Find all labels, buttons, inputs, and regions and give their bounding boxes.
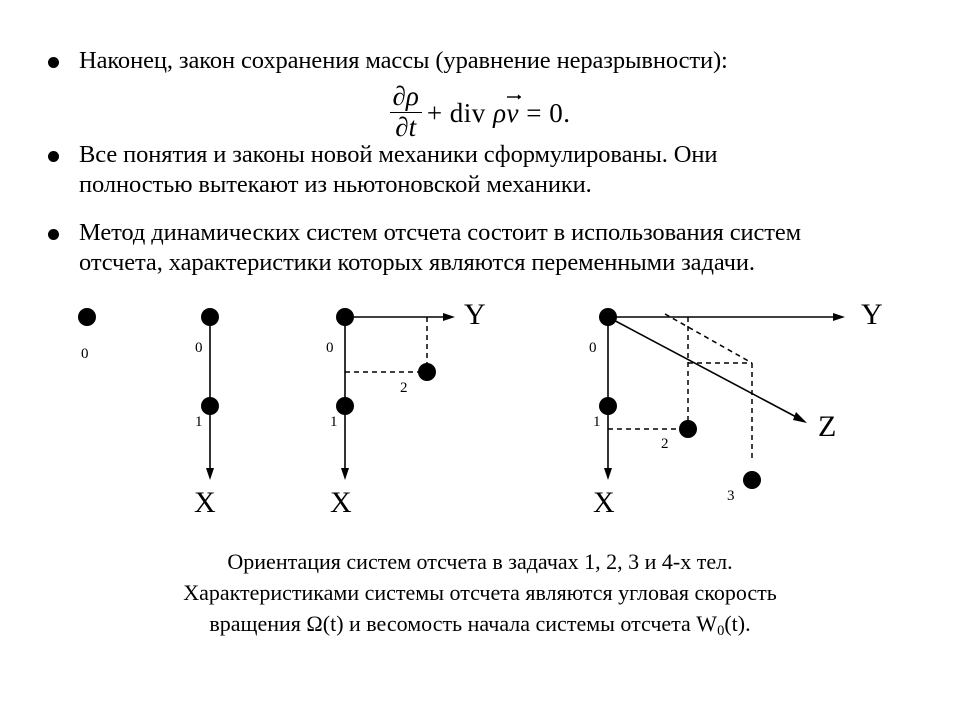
zero-value: 0: [549, 97, 564, 128]
bullet-item-3-line1: Метод динамических систем отсчета состои…: [79, 219, 802, 246]
fraction-numerator: ∂ρ: [392, 81, 419, 111]
equals-operator: =: [526, 97, 542, 128]
diagram-1-point-0-label: 0: [81, 346, 89, 362]
diagram-4-y-axis-label: Y: [861, 298, 883, 331]
x-axis-arrowhead: [206, 468, 214, 480]
bullet-dot-icon: [48, 151, 59, 162]
bullet-item-3-line2: отсчета, характеристики которых являются…: [79, 249, 755, 276]
point-0-dot: [78, 308, 96, 326]
point-1-dot: [336, 397, 354, 415]
bullet-dot-icon: [48, 229, 59, 240]
point-1-dot: [599, 397, 617, 415]
diagram-4-z-axis-label: Z: [818, 410, 837, 443]
plus-operator: +: [426, 97, 443, 128]
div-operator: div: [449, 97, 486, 128]
z-axis-arrowhead: [793, 412, 807, 423]
x-axis-arrowhead: [341, 468, 349, 480]
diagram-2-x-axis-label: X: [194, 486, 216, 519]
diagram-2-point-1-label: 1: [195, 414, 203, 430]
z-axis-line: [607, 316, 801, 420]
fraction-denominator: ∂t: [395, 111, 417, 142]
diagram-4-x-axis-label: X: [593, 486, 615, 519]
caption-line-3-part-a: вращения Ω(t) и весомость начала системы…: [209, 611, 718, 636]
point-2-dot: [679, 420, 697, 438]
figure-caption: Ориентация систем отсчета в задачах 1, 2…: [0, 546, 960, 647]
bullet-item-3: Метод динамических систем отсчета состои…: [48, 218, 928, 278]
diagram-3-x-axis-label: X: [330, 486, 352, 519]
diagram-two-body: [201, 308, 219, 480]
y-axis-arrowhead: [443, 313, 455, 321]
caption-line-3: вращения Ω(t) и весомость начала системы…: [0, 608, 960, 647]
reference-frame-diagrams: 0 0 1 X 0 1 2 X Y 0 1 2 3 X Y Z: [0, 288, 960, 534]
diagram-4-point-1-label: 1: [593, 414, 601, 430]
x-axis-arrowhead: [604, 468, 612, 480]
bullet-item-2-line1: Все понятия и законы новой механики сфор…: [79, 141, 718, 168]
v-symbol: v: [506, 97, 520, 128]
bullet-item-3-text: Метод динамических систем отсчета состои…: [79, 218, 801, 278]
velocity-vector: v: [506, 93, 522, 129]
partial-derivative-fraction: ∂ρ ∂t: [389, 81, 422, 142]
point-3-dot: [743, 471, 761, 489]
bullet-item-2: Все понятия и законы новой механики сфор…: [48, 140, 928, 200]
diagram-4-point-3-label: 3: [727, 488, 735, 504]
fraction-bar: [389, 111, 422, 113]
diagram-4-point-2-label: 2: [661, 436, 669, 452]
diagram-3-point-1-label: 1: [330, 414, 338, 430]
diagram-3-y-axis-label: Y: [464, 298, 486, 331]
bullet-item-2-line2: полностью вытекают из ньютоновской механ…: [79, 171, 592, 198]
point-2-dot: [418, 363, 436, 381]
bullet-item-1-line1: Наконец, закон сохранения массы (уравнен…: [79, 47, 728, 74]
caption-line-1: Ориентация систем отсчета в задачах 1, 2…: [227, 549, 733, 574]
diagram-four-body: [599, 308, 845, 489]
point-0-dot: [599, 308, 617, 326]
diagram-2-point-0-label: 0: [195, 340, 203, 356]
diagram-three-body: [336, 308, 455, 480]
diagram-one-body: [78, 308, 96, 326]
bullet-item-2-text: Все понятия и законы новой механики сфор…: [79, 140, 717, 200]
diagrams-svg: [78, 308, 845, 489]
point-1-dot: [201, 397, 219, 415]
caption-line-2: Характеристиками системы отсчета являютс…: [183, 580, 777, 605]
diagram-3-point-0-label: 0: [326, 340, 334, 356]
bullet-list: Наконец, закон сохранения массы (уравнен…: [48, 46, 928, 280]
caption-w-subscript: 0: [717, 622, 725, 639]
point-0-dot: [201, 308, 219, 326]
bullet-item-1: Наконец, закон сохранения массы (уравнен…: [48, 46, 928, 76]
bullet-item-1-text: Наконец, закон сохранения массы (уравнен…: [79, 46, 728, 76]
point-3-z-projection: [664, 313, 753, 364]
point-0-dot: [336, 308, 354, 326]
rho-symbol: ρ: [493, 97, 507, 128]
bullet-dot-icon: [48, 57, 59, 68]
vector-arrow-icon: [506, 93, 522, 100]
diagram-4-point-0-label: 0: [589, 340, 597, 356]
period-mark: .: [563, 97, 571, 128]
caption-line-3-part-b: (t).: [724, 611, 751, 636]
y-axis-arrowhead: [833, 313, 845, 321]
diagram-3-point-2-label: 2: [400, 380, 408, 396]
